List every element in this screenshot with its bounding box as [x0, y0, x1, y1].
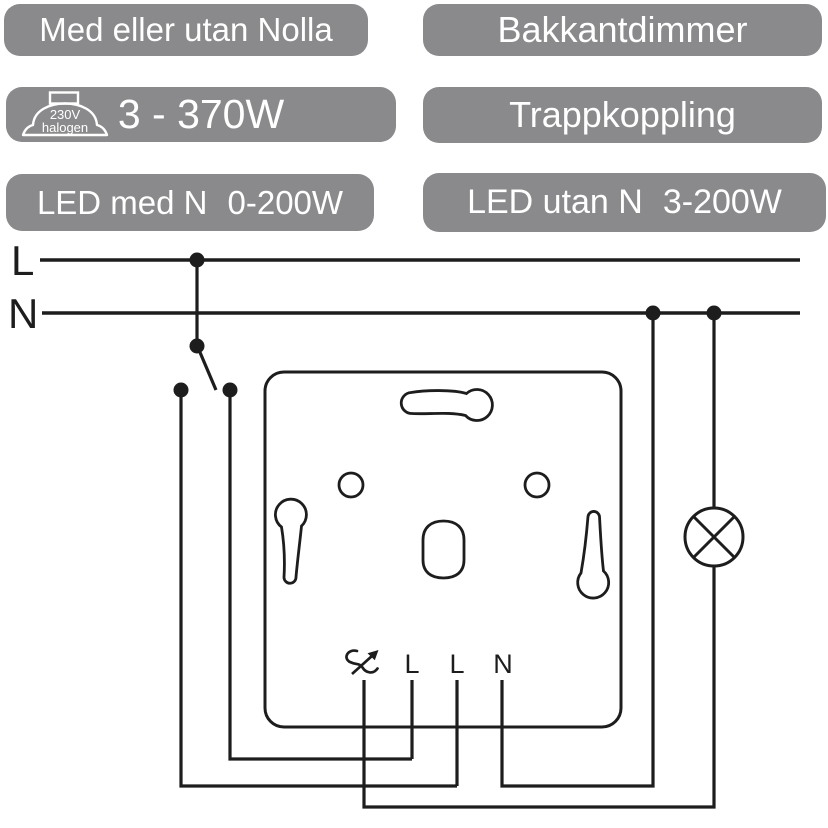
switch-pivot-dot: [189, 338, 205, 354]
badge-label: LED med N: [36, 183, 208, 221]
plate-screw-hole-left: [337, 471, 365, 499]
live-bus-label: L: [11, 237, 34, 284]
halogen-lamp-icon: 230V halogen: [21, 91, 109, 137]
badge-label: 3 - 370W: [117, 91, 285, 137]
badge-value: 3-200W: [662, 183, 782, 221]
badge-value: 0-200W: [227, 183, 344, 221]
junction-dot-neutral-2: [706, 305, 722, 321]
badge-trappkoppling: Trappkoppling: [423, 87, 822, 143]
terminal-n-wire: [500, 313, 655, 788]
badge-led-utan-n: LED utan N 3-200W: [423, 173, 826, 232]
terminal-label-n: N: [493, 649, 513, 679]
badge-label: Med eller utan Nolla: [39, 11, 333, 48]
switch-contact-wire-right: [228, 392, 412, 761]
terminal-label-l1: L: [404, 649, 419, 679]
neutral-bus-label: N: [8, 290, 38, 337]
plate-outline: [263, 370, 623, 729]
badge-halogen-wattage: 230V halogen 3 - 370W: [6, 87, 396, 142]
dimmed-output-wire: [362, 566, 716, 809]
dimmer-mounting-plate: [263, 370, 623, 729]
dimmed-output-arrow-icon: [345, 649, 379, 676]
badge-bakkantdimmer: Bakkantdimmer: [423, 4, 822, 56]
badge-label: LED utan N: [467, 183, 643, 221]
junction-dot-neutral-1: [645, 305, 661, 321]
terminal-label-l2: L: [449, 649, 464, 679]
plate-claw-slot-right: [576, 510, 611, 600]
badge-led-med-n: LED med N 0-200W: [6, 174, 374, 231]
switch-contact-dot-right: [222, 382, 238, 398]
terminal-labels: L L N: [345, 649, 513, 679]
badge-label: Trappkoppling: [509, 94, 736, 135]
badge-label: Bakkantdimmer: [497, 9, 748, 50]
plate-spindle-hole: [421, 519, 466, 580]
halogen-icon-type-text: halogen: [42, 120, 88, 135]
halogen-icon-voltage-text: 230V: [50, 107, 81, 122]
plate-screw-hole-right: [523, 471, 551, 499]
switch-contact-dot-left: [173, 382, 189, 398]
plate-top-slot: [399, 388, 494, 422]
switch-blade: [197, 349, 218, 391]
badge-med-eller-utan-nolla: Med eller utan Nolla: [4, 4, 368, 56]
junction-dot-live: [189, 252, 205, 268]
lamp-icon: [683, 506, 745, 568]
plate-claw-slot-left: [274, 497, 308, 585]
